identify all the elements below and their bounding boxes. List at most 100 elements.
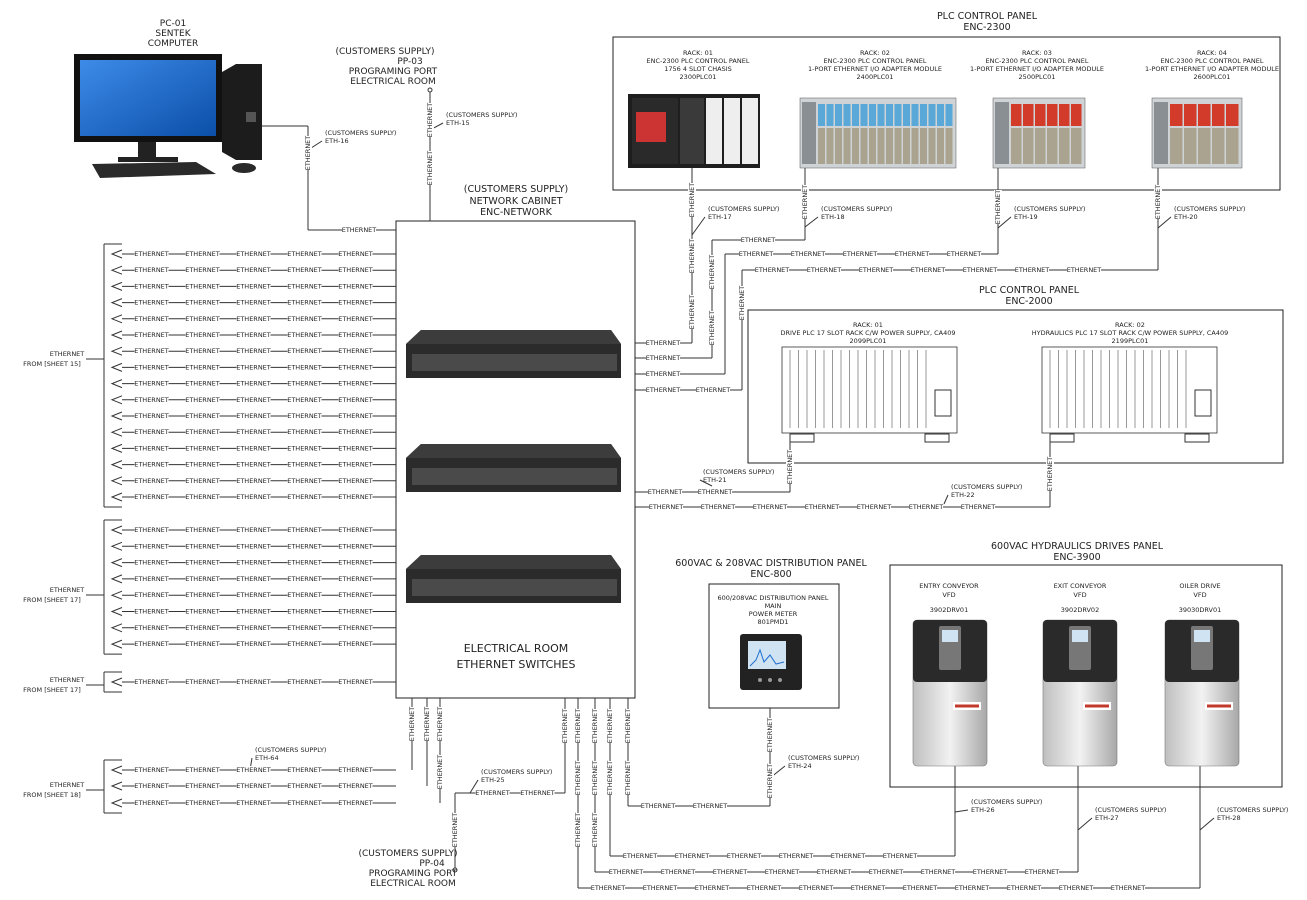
- ethernet-cable-label: ETHERNET: [646, 339, 681, 347]
- pc-label-2: SENTEK: [155, 29, 191, 39]
- vfd-display: [942, 630, 958, 642]
- ethernet-cable-label: ETHERNET: [134, 331, 169, 339]
- ethernet-cable-label: ETHERNET: [287, 624, 322, 632]
- cable-label-bg: [338, 558, 373, 567]
- cable-label-bg: [921, 868, 955, 876]
- io-terminal: [869, 128, 876, 164]
- connector-symbol: [110, 460, 123, 470]
- cable-label-bg: [791, 250, 825, 258]
- tag-leader: [804, 216, 819, 228]
- cable-label-bg: [236, 799, 271, 807]
- ethernet-cable-label: ETHERNET: [287, 542, 322, 550]
- svg-text:RACK: 04: RACK: 04: [1197, 49, 1227, 57]
- cable-label-bg: [185, 282, 220, 291]
- cabinet-footer-2: ETHERNET SWITCHES: [457, 658, 576, 671]
- ethernet-cable-label: ETHERNET: [185, 542, 220, 550]
- cable-label-bg: [134, 766, 169, 774]
- cable-label-bg: [287, 428, 322, 437]
- cable-label-bg: [287, 395, 322, 404]
- ethernet-cable-label: ETHERNET: [641, 802, 676, 810]
- cable-label-bg: [134, 379, 169, 388]
- connector-symbol: [110, 362, 123, 372]
- ethernet-cable-label: ETHERNET: [185, 591, 220, 599]
- io-module: [860, 104, 868, 126]
- ethernet-cable-label: ETHERNET: [338, 347, 373, 355]
- ethernet-cable-label: ETHERNET: [696, 386, 731, 394]
- ethernet-cable-label: ETHERNET: [185, 380, 220, 388]
- cable-label-bg: [520, 789, 555, 797]
- cable-label-bg: [1059, 884, 1093, 892]
- ethernet-cable-label: ETHERNET: [134, 315, 169, 323]
- cable-label-bg: [895, 250, 929, 258]
- ethernet-cable-label: ETHERNET: [688, 239, 696, 274]
- ethernet-cable-label: ETHERNET: [338, 799, 373, 807]
- cable-label-bg: [185, 782, 220, 790]
- cable-label-bg: [185, 607, 220, 616]
- cable-label-bg: [807, 266, 841, 274]
- customer-supply-label: (CUSTOMERS SUPPLY): [951, 483, 1022, 491]
- ethernet-cable-label: ETHERNET: [799, 884, 834, 892]
- ethernet-cable-label: ETHERNET: [236, 799, 271, 807]
- cable-label-bg: [646, 386, 680, 394]
- eth-tag-eth22: ETH-22: [951, 491, 975, 499]
- cable-label-bg: [1111, 884, 1145, 892]
- ethernet-cable-label: ETHERNET: [765, 868, 800, 876]
- ethernet-cable-label: ETHERNET: [591, 813, 599, 848]
- from-label-3: ETHERNET: [50, 781, 85, 789]
- ethernet-cable-label: ETHERNET: [591, 709, 599, 744]
- cable-label-bg: [236, 428, 271, 437]
- eth-tag-eth17: ETH-17: [708, 213, 732, 221]
- generated-elements: ETHERNET ETHERNET ETHERNET ETHERNET ETHERNET…: [23, 97, 1288, 892]
- ethernet-cable-label: ETHERNET: [287, 331, 322, 339]
- io-terminal: [1170, 128, 1183, 164]
- ethernet-cable-label: ETHERNET: [236, 559, 271, 567]
- ethernet-cable-label: ETHERNET: [807, 266, 842, 274]
- rack-base: [789, 433, 815, 443]
- ethernet-cable-label: ETHERNET: [134, 559, 169, 567]
- ethernet-cable-label: ETHERNET: [134, 526, 169, 534]
- cable-label-bg: [338, 526, 373, 534]
- ethernet-cable-label: ETHERNET: [574, 761, 582, 796]
- cable-label-bg: [843, 250, 877, 258]
- ethernet-switch-1-icon: [406, 330, 621, 378]
- ethernet-cable-label: ETHERNET: [185, 799, 220, 807]
- keyboard-icon: [92, 162, 216, 178]
- ethernet-cable-label: ETHERNET: [185, 766, 220, 774]
- cable-label-bg: [338, 347, 373, 356]
- cable-label-bg: [817, 868, 851, 876]
- ethernet-cable-label: ETHERNET: [591, 761, 599, 796]
- cable-label-bg: [909, 503, 943, 511]
- ethernet-cable-label: ETHERNET: [236, 266, 271, 274]
- cable-label-bg: [738, 286, 746, 320]
- io-terminal: [937, 128, 944, 164]
- customer-supply-label: (CUSTOMERS SUPPLY): [788, 754, 859, 762]
- customer-supply-label: (CUSTOMERS SUPPLY): [1095, 806, 1166, 814]
- ethernet-cable-label: ETHERNET: [338, 363, 373, 371]
- cable-label-bg: [185, 347, 220, 356]
- cable-label-bg: [287, 640, 322, 649]
- svg-text:PP-04: PP-04: [419, 859, 445, 869]
- ethernet-cable-label: ETHERNET: [947, 250, 982, 258]
- ethernet-switch-2-icon: [406, 444, 621, 492]
- cable-label-bg: [134, 314, 169, 323]
- ethernet-cable-label: ETHERNET: [185, 266, 220, 274]
- drive-name-1: EXIT CONVEYOR: [1054, 582, 1107, 590]
- cable-label-bg: [236, 766, 271, 774]
- cable-label-bg: [134, 412, 169, 420]
- cable-label-bg: [185, 799, 220, 807]
- cable-label-bg: [287, 282, 322, 291]
- adapter-module: [1154, 102, 1168, 164]
- customer-supply-label: (CUSTOMERS SUPPLY): [703, 468, 774, 476]
- ethernet-cable-label: ETHERNET: [695, 884, 730, 892]
- ethernet-cable-label: ETHERNET: [134, 782, 169, 790]
- svg-text:ELECTRICAL ROOM: ELECTRICAL ROOM: [370, 879, 456, 889]
- svg-text:ENC-2300 PLC CONTROL PANEL: ENC-2300 PLC CONTROL PANEL: [824, 57, 927, 65]
- ethernet-cable-label: ETHERNET: [648, 488, 683, 496]
- io-terminal: [1071, 128, 1082, 164]
- ethernet-cable-label: ETHERNET: [624, 761, 632, 796]
- io-module: [1071, 104, 1082, 126]
- cable-label-bg: [338, 282, 373, 291]
- cable-label-bg: [287, 379, 322, 388]
- ethernet-cable-label: ETHERNET: [236, 608, 271, 616]
- cable-label-bg: [765, 868, 799, 876]
